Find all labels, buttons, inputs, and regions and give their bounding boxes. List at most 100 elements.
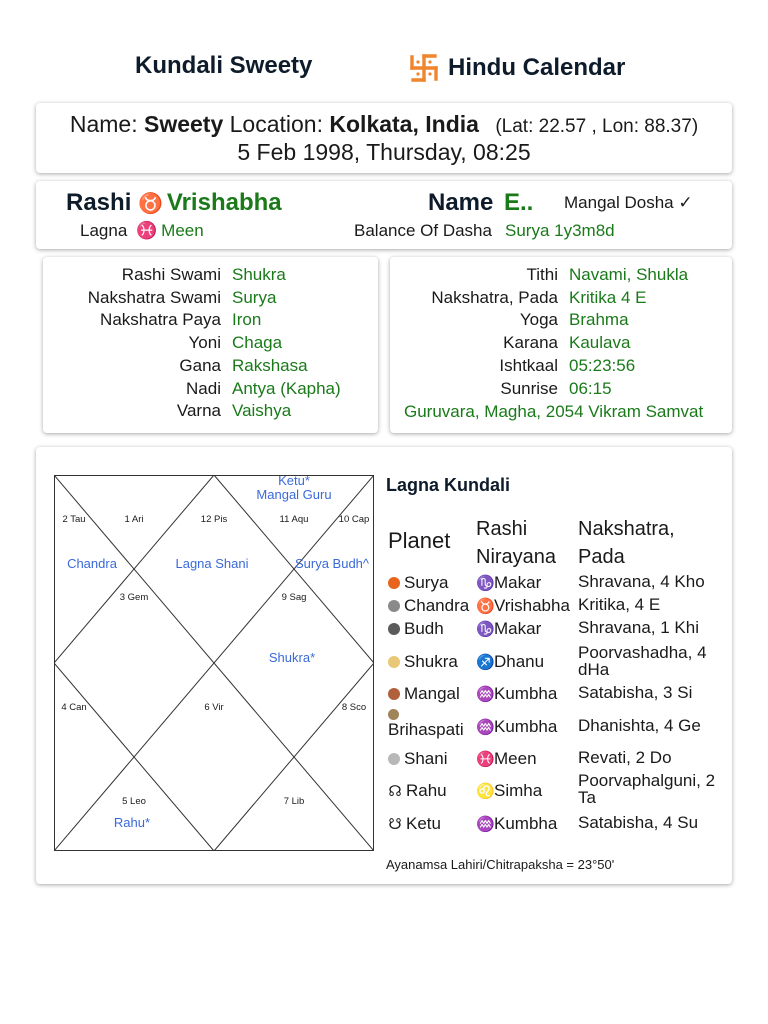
planet-rashi: Kumbha <box>494 814 558 833</box>
swastika-logo-icon <box>410 54 438 82</box>
detail-value: Chaga <box>232 333 283 352</box>
planet-nakshatra: Poorvashadha, 4 dHa <box>578 643 707 679</box>
chart-planet-mangal-guru: Mangal Guru <box>256 487 331 502</box>
detail-key: Tithi <box>526 265 559 284</box>
birth-info-card: Name: Sweety Location: Kolkata, India (L… <box>36 103 732 173</box>
shani-icon <box>388 753 400 765</box>
detail-key: Nadi <box>186 379 221 398</box>
detail-key: Yoni <box>188 333 221 352</box>
detail-value: Brahma <box>569 310 629 329</box>
nakshatra-name-label: Name <box>428 189 494 216</box>
planet-name: Surya <box>404 573 449 592</box>
detail-value: Kaulava <box>569 333 631 352</box>
chart-inner-diamond <box>54 475 374 851</box>
planet-rashi: Simha <box>494 781 543 800</box>
detail-row: Tithi Navami, Shukla <box>390 265 732 288</box>
detail-value: Navami, Shukla <box>569 265 689 284</box>
planet-rashi: Meen <box>494 749 537 768</box>
planet-rashi: Kumbha <box>494 684 558 703</box>
planet-rashi: Makar <box>494 573 542 592</box>
detail-key: Nakshatra, Pada <box>431 288 558 307</box>
page-title: Kundali Sweety <box>135 52 313 79</box>
planet-nakshatra: Shravana, 1 Khi <box>578 618 699 637</box>
sagittarius-sign-icon: ♐ <box>476 654 495 671</box>
planet-nakshatra: Shravana, 4 Kho <box>578 572 705 591</box>
kundali-title: Lagna Kundali <box>386 475 511 495</box>
detail-value: Rakshasa <box>232 356 308 375</box>
planet-name: Rahu <box>406 781 447 800</box>
house-label: 4 Can <box>61 702 86 713</box>
planet-name: Budh <box>404 619 444 638</box>
aquarius-sign-icon: ♒ <box>476 686 495 703</box>
house-label: 9 Sag <box>282 592 307 603</box>
taurus-sign-icon: ♉ <box>138 193 163 215</box>
detail-key: Ishtkaal <box>499 356 558 375</box>
house-label: 2 Tau <box>62 514 85 525</box>
planet-name: Ketu <box>406 814 441 833</box>
chandra-icon <box>388 600 400 612</box>
rashi-value: ♉Vrishabha <box>138 189 282 217</box>
lagna-label: Lagna <box>80 221 128 240</box>
location-label: Location: <box>229 111 323 137</box>
brand[interactable]: Hindu Calendar <box>408 52 625 84</box>
detail-value: 05:23:56 <box>569 356 636 375</box>
house-label: 3 Gem <box>120 592 149 603</box>
capricorn-sign-icon: ♑ <box>476 575 495 592</box>
house-label: 10 Cap <box>339 514 370 525</box>
house-label: 5 Leo <box>122 796 146 807</box>
location-value: Kolkata, India <box>329 111 479 137</box>
page-header: Kundali Sweety Hindu Calendar <box>0 50 768 86</box>
coordinates: (Lat: 22.57 , Lon: 88.37) <box>495 116 699 137</box>
detail-value: Kritika 4 E <box>569 288 647 307</box>
mangal-icon <box>388 688 400 700</box>
detail-row: Yoni Chaga <box>43 333 378 356</box>
detail-row: Gana Rakshasa <box>43 356 378 379</box>
planet-name: Brihaspati <box>388 720 464 739</box>
planet-name: Shukra <box>404 652 458 671</box>
rashi-name: Vrishabha <box>166 189 282 216</box>
planet-nakshatra: Dhanishta, 4 Ge <box>578 716 701 735</box>
detail-key: Nakshatra Paya <box>100 310 221 329</box>
detail-key: Gana <box>179 356 221 375</box>
kundali-chart: 1 Ari 2 Tau 3 Gem 4 Can 5 Leo 6 Vir 7 Li… <box>54 475 374 851</box>
ketu-node-icon: ☋ <box>388 816 402 833</box>
house-label: 6 Vir <box>204 702 223 713</box>
detail-key: Varna <box>176 401 221 420</box>
taurus-sign-icon: ♉ <box>476 598 495 615</box>
column-header-planet: Planet <box>388 528 451 553</box>
detail-row: Nakshatra, Pada Kritika 4 E <box>390 288 732 311</box>
rashi-summary-card: Rashi ♉Vrishabha Lagna ♓Meen Name E.. Ma… <box>36 181 732 249</box>
planet-nakshatra: Kritika, 4 E <box>578 595 661 614</box>
planet-rashi: Kumbha <box>494 717 558 736</box>
house-label: 11 Aqu <box>280 514 309 525</box>
lagna-name: Meen <box>161 221 204 240</box>
birth-datetime: 5 Feb 1998, Thursday, 08:25 <box>237 139 531 165</box>
dasha-value: Surya 1y3m8d <box>505 221 615 240</box>
surya-icon <box>388 577 400 589</box>
detail-value: Antya (Kapha) <box>232 379 341 398</box>
mangal-dosha-status: Mangal Dosha ✓ <box>564 193 693 212</box>
column-header-rashi: Rashi <box>476 518 528 540</box>
aquarius-sign-icon: ♒ <box>476 719 495 736</box>
rashi-label: Rashi <box>66 189 132 216</box>
chart-planet-surya-budh: Surya Budh^ <box>295 556 370 571</box>
chart-planet-ketu: Ketu* <box>278 475 310 488</box>
pisces-sign-icon: ♓ <box>476 751 495 768</box>
vikram-samvat: Guruvara, Magha, 2054 Vikram Samvat <box>404 402 704 421</box>
planet-name: Chandra <box>404 596 470 615</box>
birth-info-line: Name: Sweety Location: Kolkata, India (L… <box>36 111 732 138</box>
leo-sign-icon: ♌ <box>476 783 495 800</box>
detail-value: Surya <box>232 288 277 307</box>
detail-key: Rashi Swami <box>121 265 221 284</box>
planet-nakshatra: Revati, 2 Do <box>578 748 672 767</box>
person-name: Sweety <box>143 111 224 137</box>
house-label: 8 Sco <box>342 702 366 713</box>
lagna-kundali-card: 1 Ari 2 Tau 3 Gem 4 Can 5 Leo 6 Vir 7 Li… <box>36 447 732 884</box>
column-header-pada: Pada <box>578 546 625 568</box>
kundali-diagram: 1 Ari 2 Tau 3 Gem 4 Can 5 Leo 6 Vir 7 Li… <box>54 475 374 851</box>
detail-value: Iron <box>232 310 262 329</box>
